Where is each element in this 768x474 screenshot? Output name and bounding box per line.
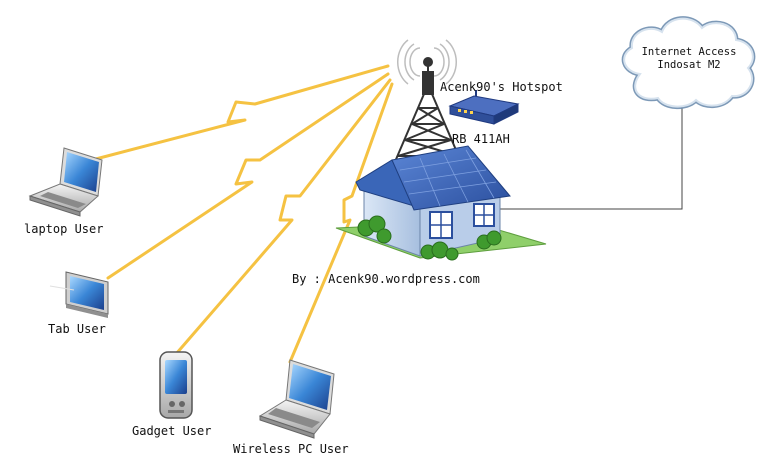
- wireless-pc-icon: [258, 359, 335, 439]
- cloud-label-line2: Indosat M2: [657, 59, 721, 71]
- cloud-label-line1: Internet Access: [641, 46, 737, 58]
- cloud-icon: [621, 16, 756, 109]
- gadget-user-label: Gadget User: [132, 424, 212, 438]
- signal-link-tab: [106, 72, 390, 280]
- house-icon: [335, 145, 547, 261]
- wireless-pc-user-label: Wireless PC User: [233, 442, 349, 456]
- signal-link-gadget: [174, 78, 392, 356]
- hotspot-label: Acenk90's Hotspot: [440, 80, 563, 94]
- phone-icon: [159, 351, 193, 419]
- laptop-icon: [28, 147, 103, 217]
- credit-label: By : Acenk90.wordpress.com: [292, 272, 480, 286]
- router-label: RB 411AH: [452, 132, 510, 146]
- wired-link: [500, 92, 683, 210]
- signal-link-laptop: [90, 64, 390, 162]
- wireless-links: [90, 64, 394, 364]
- laptop-user-label: laptop User: [24, 222, 104, 236]
- antenna-waves-icon: [397, 39, 457, 85]
- router-icon: [448, 90, 520, 125]
- tab-user-label: Tab User: [48, 322, 106, 336]
- tablet-icon: [49, 271, 109, 318]
- signal-link-wireless-pc: [288, 82, 394, 364]
